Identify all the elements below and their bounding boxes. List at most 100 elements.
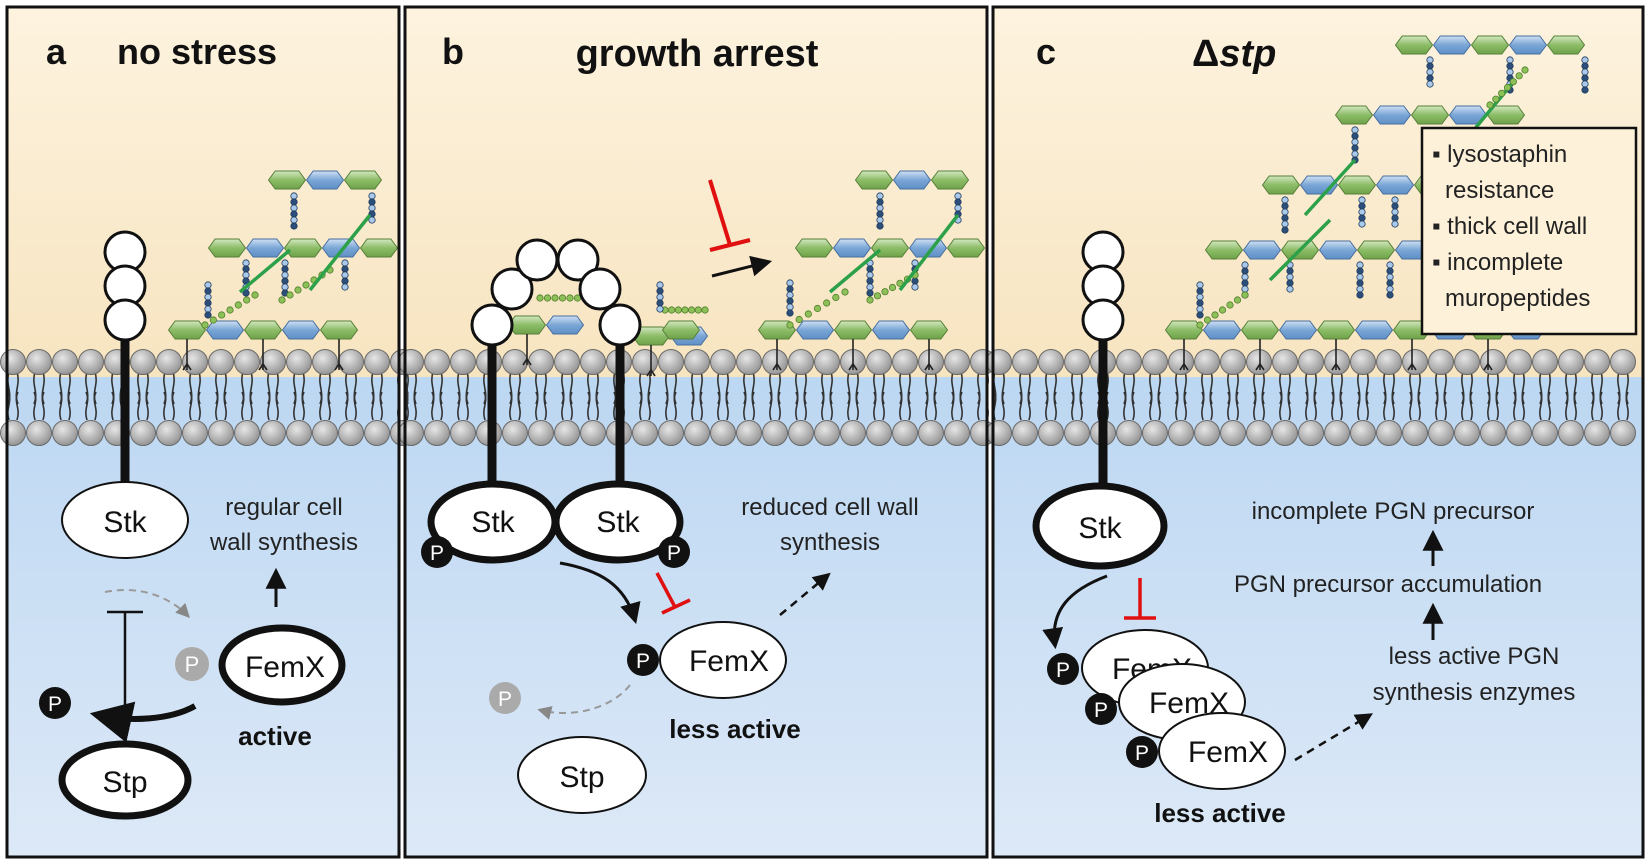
stk-dimer-b: Stk Stk P P — [421, 238, 690, 568]
crosslink — [828, 248, 882, 294]
panel-c: c Δstp Stk FemX FemX FemX P P — [1032, 31, 1576, 828]
glycan-strand — [267, 170, 383, 190]
cascade-incomplete-precursor: incomplete PGN precursor — [1252, 498, 1535, 525]
femx-state-c: less active — [1154, 798, 1286, 828]
panel-a-letter: a — [46, 31, 67, 72]
stem-peptide — [204, 281, 212, 319]
femx-state-a: active — [238, 721, 312, 751]
stk-kinase-a — [61, 481, 189, 559]
stem-peptide — [1581, 56, 1589, 94]
stem-peptide — [1196, 281, 1204, 319]
phenotype-box-c: ▪ lysostaphin resistance ▪ thick cell wa… — [1420, 126, 1638, 336]
stp-phosphatase-b: Stp — [517, 736, 647, 814]
glycan-strand — [794, 238, 986, 258]
phenotype-line4: ▪ incomplete — [1432, 249, 1563, 276]
glycan-strand — [757, 320, 949, 371]
pentaglycine-bridge — [786, 288, 849, 329]
stk-receptor-a: Stk — [61, 230, 189, 559]
svg-text:P: P — [430, 542, 444, 565]
panel-borders — [5, 5, 1645, 859]
pentaglycine-bridge — [278, 266, 334, 304]
stem-peptide — [1351, 126, 1359, 164]
cascade-enzymes-line1: less active PGN — [1389, 643, 1560, 670]
femx-state-b: less active — [669, 714, 801, 744]
weak-dephosphorylation-arrow-b — [537, 684, 631, 720]
stp-label-b: Stp — [559, 761, 604, 794]
stp-label-a: Stp — [102, 766, 147, 799]
dashed-arrow-reduced-synthesis-b — [779, 572, 831, 616]
panel-c-border — [991, 5, 1645, 859]
pasta-domain — [515, 238, 559, 282]
stem-peptide — [1391, 196, 1399, 228]
svg-text:P: P — [498, 688, 512, 711]
stk-inhibits-femx-b — [655, 572, 691, 615]
femx-stack-c: FemX FemX FemX P P P — [1047, 629, 1286, 790]
stem-peptide — [290, 192, 298, 230]
stem-peptide — [876, 192, 884, 230]
released-phosphate-a: P — [39, 687, 71, 719]
glycan-strand — [854, 170, 970, 190]
glycan-strand — [1394, 35, 1586, 55]
femx-label-c3: FemX — [1188, 736, 1268, 769]
svg-text:P: P — [185, 652, 200, 677]
stem-peptide — [281, 259, 289, 297]
phosphorylation-arrow-c — [1042, 574, 1108, 650]
cascade-enzymes-line2: synthesis enzymes — [1373, 679, 1576, 706]
stem-peptide — [1286, 261, 1294, 293]
pasta-domain — [556, 238, 600, 282]
svg-text:P: P — [1094, 699, 1108, 722]
femx-label-b: FemX — [689, 645, 769, 678]
panel-a-title: no stress — [117, 31, 277, 72]
released-phosphate-grey-b: P — [489, 682, 521, 714]
glycan-strand — [207, 238, 399, 258]
crosslink — [898, 213, 960, 292]
stk-inhibits-femx-c — [1124, 578, 1156, 620]
pentaglycine-bridge — [1486, 66, 1529, 109]
outcome-b-line1: reduced cell wall — [741, 494, 918, 521]
crosslink — [1303, 158, 1357, 217]
dephosphorylation-arrow-a — [89, 701, 197, 743]
glycan-strand — [507, 315, 585, 366]
panel-b-letter: b — [442, 31, 464, 72]
stem-peptide — [1356, 261, 1364, 299]
stem-peptide — [1281, 196, 1289, 234]
pasta-domain — [598, 303, 642, 347]
panel-c-letter: c — [1036, 31, 1056, 72]
stem-peptide — [866, 259, 874, 297]
cascade-precursor-accumulation: PGN precursor accumulation — [1234, 571, 1542, 598]
phosphorylation-arrow-b — [559, 561, 641, 625]
stem-peptide — [656, 281, 664, 313]
pasta-domain — [103, 298, 147, 342]
panel-b: b growth arrest Stk Stk P P redu — [421, 31, 919, 814]
stem-peptide — [1426, 56, 1434, 88]
glycan-strand — [167, 320, 359, 371]
stk-receptor-c: Stk — [1032, 230, 1168, 570]
phenotype-line5: muropeptides — [1445, 285, 1590, 312]
stem-peptide — [368, 192, 376, 224]
phenotype-line2: resistance — [1445, 177, 1554, 204]
glycan-strand — [1334, 105, 1526, 125]
pasta-domain — [1081, 298, 1125, 342]
panel-b-title: growth arrest — [576, 33, 819, 75]
stk-label-b1: Stk — [471, 506, 515, 539]
crosslink — [238, 248, 292, 294]
svg-text:P: P — [667, 542, 681, 565]
inhibition-wall-synthesis-b — [708, 179, 751, 252]
stem-peptide — [1358, 196, 1366, 228]
svg-text:P: P — [1056, 659, 1070, 682]
pentaglycine-bridge — [1196, 291, 1249, 329]
arrow-to-new-pgn-b — [711, 255, 773, 278]
femx-less-active-b: FemX P — [627, 621, 787, 699]
svg-text:P: P — [636, 650, 650, 673]
pasta-domain — [470, 303, 514, 347]
femx-label-a: FemX — [245, 651, 325, 684]
glycan-strand — [661, 320, 701, 340]
pasta-domain — [490, 267, 534, 311]
phospho-transfer-arrow-a — [104, 588, 190, 619]
stem-peptide — [1386, 261, 1394, 299]
outcome-a-line1: regular cell — [225, 494, 342, 521]
panel-a: a no stress Stk regular cell wall synthe… — [39, 31, 358, 820]
outcome-a-line2: wall synthesis — [209, 529, 358, 556]
phosphate-grey-a — [175, 647, 209, 681]
